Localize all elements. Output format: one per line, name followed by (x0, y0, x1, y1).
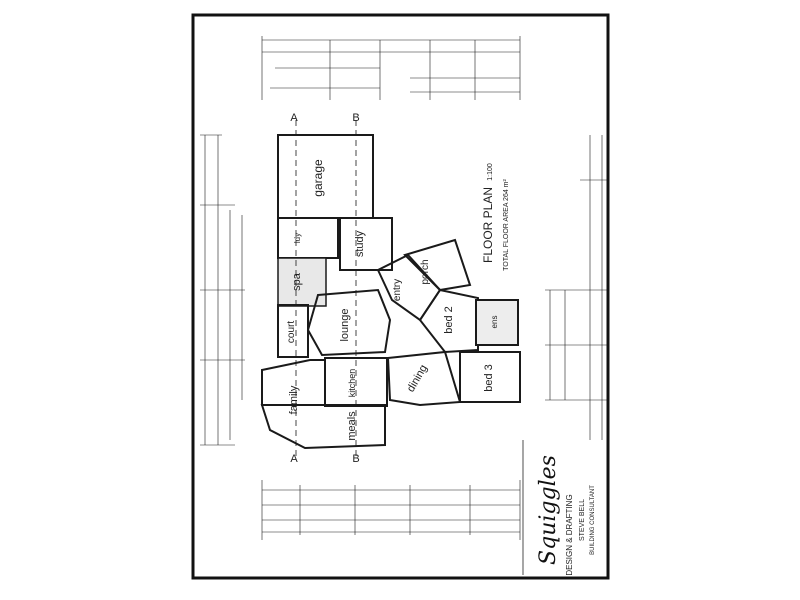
plan-title-block: FLOOR PLAN TOTAL FLOOR AREA 264 m² 1:100 (481, 163, 510, 271)
section-marker-b-bottom: B (352, 453, 359, 465)
plan-area-note: TOTAL FLOOR AREA 264 m² (503, 178, 510, 270)
section-marker-b-top: B (352, 112, 359, 124)
logo-wordmark: Squiggles (536, 455, 561, 565)
room-label-family: family (288, 385, 300, 414)
logo-block: Squiggles DESIGN & DRAFTING STEVE BELL B… (522, 440, 596, 576)
section-lines (295, 120, 357, 460)
room-label-porch: porch (420, 259, 431, 284)
room-label-ens: ens (490, 316, 499, 329)
room-label-bed3: bed 3 (483, 364, 495, 392)
plan-title: FLOOR PLAN (481, 187, 495, 263)
top-dimensions (261, 36, 521, 100)
room-labels: garage study spa lounge court entry porc… (286, 159, 499, 441)
logo-tagline: DESIGN & DRAFTING (565, 494, 574, 575)
room-label-ldy: ldy (293, 233, 302, 243)
room-label-garage: garage (311, 159, 325, 197)
room-label-entry: entry (392, 279, 403, 301)
room-label-spa: spa (291, 272, 303, 291)
left-dimensions (200, 134, 245, 446)
section-marker-a-top: A (290, 112, 298, 124)
section-marker-a-bottom: A (290, 453, 298, 465)
walls (260, 134, 521, 450)
room-label-bed2: bed 2 (443, 306, 455, 334)
right-dimensions (545, 135, 608, 440)
logo-name: STEVE BELL (579, 499, 586, 541)
room-label-court: court (286, 321, 297, 343)
section-markers: A B A B (290, 112, 359, 465)
room-label-meals: meals (346, 411, 358, 441)
room-label-kitchen: kitchen (347, 369, 357, 398)
logo-contact: BUILDING CONSULTANT (590, 485, 596, 555)
bottom-dimensions (261, 480, 521, 540)
room-label-lounge: lounge (339, 308, 351, 341)
plan-scale: 1:100 (487, 163, 494, 181)
floor-plan-drawing (200, 36, 608, 540)
room-label-study: study (354, 230, 366, 257)
